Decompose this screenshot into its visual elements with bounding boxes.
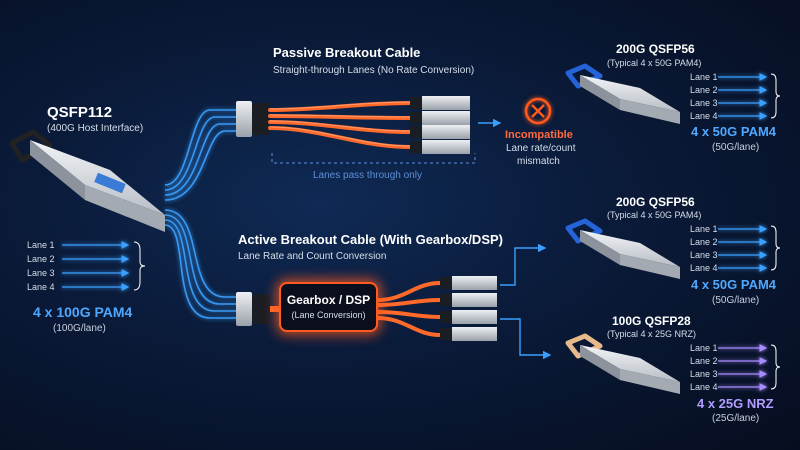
active-title: Active Breakout Cable (With Gearbox/DSP) — [238, 232, 503, 247]
incompatible-title: Incompatible — [505, 129, 573, 141]
passive-note: Lanes pass through only — [313, 170, 422, 181]
passive-title: Passive Breakout Cable — [273, 45, 421, 60]
module-top-lane-4: Lane 4 — [690, 111, 718, 121]
module-bottom-per-lane: (25G/lane) — [712, 413, 760, 424]
module-mid-per-lane: (50G/lane) — [712, 295, 760, 306]
module-mid-rate: 4 x 50G PAM4 — [691, 277, 777, 292]
host-lane-2: Lane 2 — [27, 254, 55, 264]
module-mid-subtitle: (Typical 4 x 50G PAM4) — [607, 210, 702, 220]
gearbox-subtitle: (Lane Conversion) — [291, 310, 366, 320]
active-subtitle: Lane Rate and Count Conversion — [238, 251, 387, 262]
host-title: QSFP112 — [47, 104, 113, 121]
mid-lane-brace — [770, 225, 781, 271]
host-subtitle: (400G Host Interface) — [47, 123, 144, 134]
module-mid-lane-1: Lane 1 — [690, 224, 718, 234]
module-mid-lane-3: Lane 3 — [690, 250, 718, 260]
gearbox-dsp-box: Gearbox / DSP (Lane Conversion) — [279, 282, 378, 332]
incompatible-line2: mismatch — [517, 156, 560, 167]
bottom-lane-arrows — [718, 344, 768, 391]
host-lane-brace — [133, 241, 146, 291]
incompatible-icon — [524, 97, 552, 125]
host-lane-4: Lane 4 — [27, 282, 55, 292]
module-bottom-subtitle: (Typical 4 x 25G NRZ) — [607, 329, 697, 339]
module-top-rate: 4 x 50G PAM4 — [691, 124, 777, 139]
host-to-passive-fibers — [164, 109, 240, 201]
module-top-lane-1: Lane 1 — [690, 72, 718, 82]
host-lane-arrows — [62, 241, 130, 291]
host-to-active-fibers — [164, 209, 238, 319]
qsfp56-module-top — [565, 63, 680, 124]
top-lane-brace — [770, 73, 781, 119]
module-top-per-lane: (50G/lane) — [712, 142, 760, 153]
incompatible-line1: Lane rate/count — [506, 143, 576, 154]
module-top-subtitle: (Typical 4 x 50G PAM4) — [607, 58, 702, 68]
host-lane-3: Lane 3 — [27, 268, 55, 278]
mid-lane-arrows — [718, 225, 768, 272]
qsfp56-module-mid — [565, 218, 680, 279]
module-mid-lane-2: Lane 2 — [690, 237, 718, 247]
module-mid-title: 200G QSFP56 — [616, 195, 695, 209]
host-lane-1: Lane 1 — [27, 240, 55, 250]
module-mid-lane-4: Lane 4 — [690, 263, 718, 273]
module-bottom-lane-4: Lane 4 — [690, 382, 718, 392]
active-cable — [236, 243, 552, 360]
passive-cable — [236, 96, 502, 164]
bottom-lane-brace — [770, 344, 781, 390]
gearbox-title: Gearbox / DSP — [286, 293, 371, 307]
qsfp112-module — [9, 129, 165, 232]
module-bottom-lane-1: Lane 1 — [690, 343, 718, 353]
module-top-lane-3: Lane 3 — [690, 98, 718, 108]
passive-subtitle: Straight-through Lanes (No Rate Conversi… — [273, 65, 475, 76]
module-bottom-lane-3: Lane 3 — [690, 369, 718, 379]
module-bottom-lane-2: Lane 2 — [690, 356, 718, 366]
module-top-title: 200G QSFP56 — [616, 42, 695, 56]
qsfp28-module-bottom — [565, 333, 680, 394]
host-rate: 4 x 100G PAM4 — [33, 304, 133, 320]
top-lane-arrows — [718, 73, 768, 120]
module-bottom-rate: 4 x 25G NRZ — [697, 396, 774, 411]
module-top-lane-2: Lane 2 — [690, 85, 718, 95]
host-per-lane: (100G/lane) — [53, 323, 106, 334]
module-bottom-title: 100G QSFP28 — [612, 314, 691, 328]
